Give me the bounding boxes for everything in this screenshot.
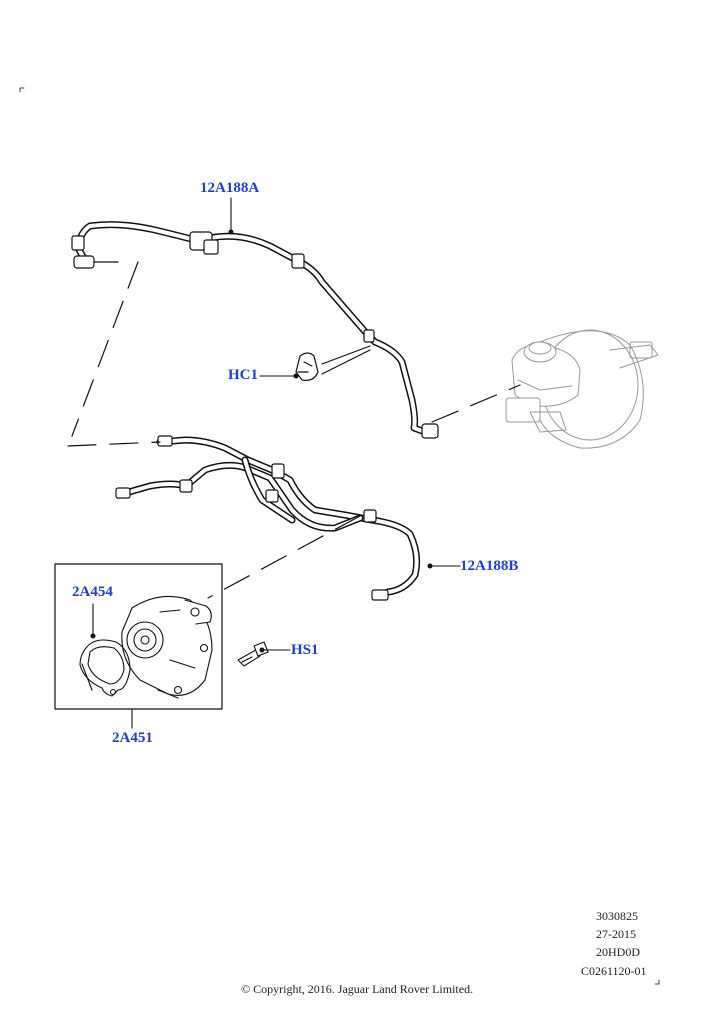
diagram-part-code: C0261120-01 [581, 964, 647, 978]
corner-mark-bottom [654, 979, 660, 985]
callout-hc1[interactable]: HC1 [228, 367, 258, 383]
vacuum-hose-lower [115, 435, 421, 601]
pump-assembly-frame [54, 563, 223, 710]
bolt-hs1 [237, 641, 269, 667]
vacuum-pump [121, 595, 213, 699]
diagram-date: 27-2015 [596, 927, 636, 941]
callout-hs1[interactable]: HS1 [291, 642, 319, 658]
copyright-notice: © Copyright, 2016. Jaguar Land Rover Lim… [241, 982, 474, 996]
brake-servo [505, 329, 659, 449]
pump-gasket [79, 639, 131, 697]
callout-12a188b[interactable]: 12A188B [460, 558, 519, 574]
callout-2a451[interactable]: 2A451 [112, 730, 153, 746]
dashed-routing-lines [67, 261, 521, 599]
vacuum-hose-upper [71, 221, 439, 439]
corner-mark-top [19, 87, 25, 93]
hose-clip-hc1 [295, 345, 371, 381]
callout-2a454[interactable]: 2A454 [72, 584, 113, 600]
diagram-model-code: 20HD0D [596, 945, 640, 959]
diagram-reference: 3030825 [596, 909, 638, 923]
leader-lines [92, 197, 461, 729]
callout-12a188a[interactable]: 12A188A [200, 180, 260, 196]
